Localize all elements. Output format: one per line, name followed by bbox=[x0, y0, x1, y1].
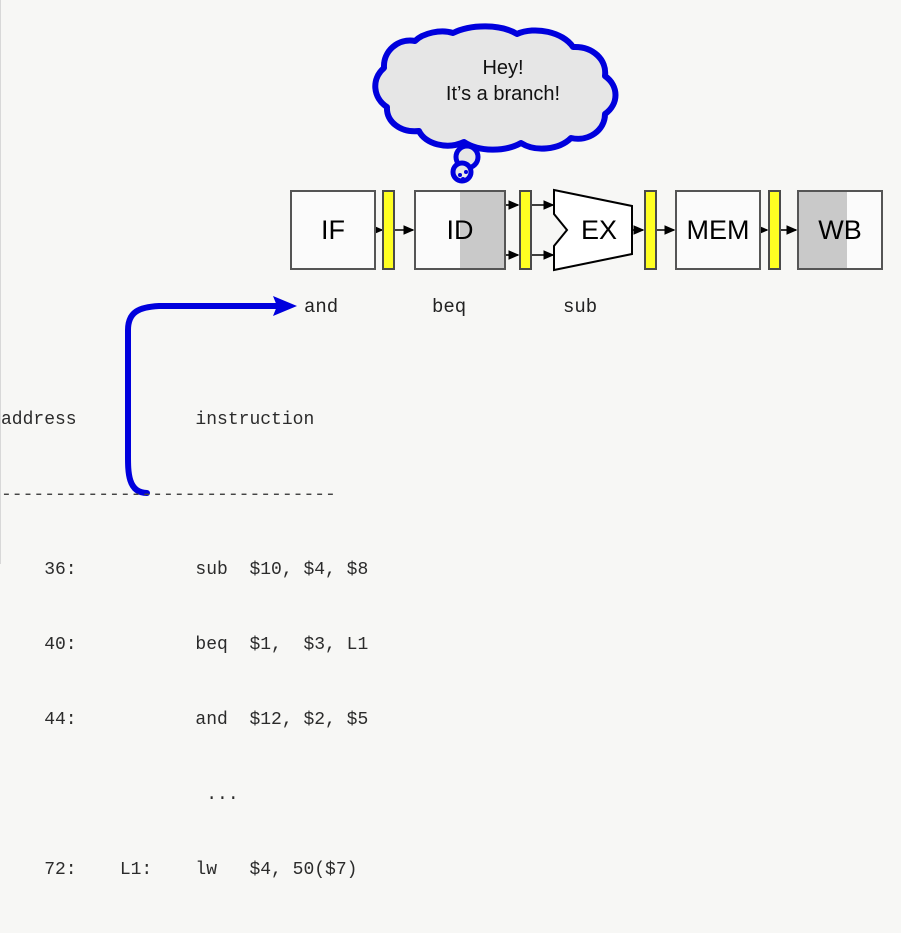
pipeline-stage-wb-label: WB bbox=[818, 214, 862, 245]
bubble-line-2: It’s a branch! bbox=[445, 83, 561, 105]
listing-header: address instruction bbox=[1, 410, 315, 430]
listing-row: 36: sub $10, $4, $8 bbox=[1, 560, 369, 580]
pipeline-register-id-ex bbox=[519, 190, 532, 270]
pipeline-stage-mem: MEM bbox=[675, 190, 761, 270]
thought-bubble-text: Hey! It’s a branch! bbox=[393, 55, 613, 107]
vector-layer bbox=[124, 23, 798, 496]
thought-bubble-shape bbox=[372, 23, 619, 184]
pipeline-stage-id: ID bbox=[414, 190, 506, 270]
pipeline-stage-if-label: IF bbox=[321, 214, 345, 245]
listing-row: 72: L1: lw $4, 50($7) bbox=[1, 860, 358, 880]
pipeline-register-if-id bbox=[382, 190, 395, 270]
instruction-label-and: and bbox=[304, 296, 339, 318]
bubble-line-1: Hey! bbox=[482, 57, 524, 79]
pipeline-stage-id-gray-half bbox=[460, 192, 504, 268]
pipeline-register-ex-mem bbox=[644, 190, 657, 270]
instruction-label-beq: beq bbox=[432, 296, 467, 318]
pipeline-stage-id-label: ID bbox=[446, 214, 474, 245]
listing-row: 40: beq $1, $3, L1 bbox=[1, 635, 369, 655]
listing-row: ... bbox=[1, 785, 239, 805]
listing-row: 44: and $12, $2, $5 bbox=[1, 710, 369, 730]
pipeline-stage-if: IF bbox=[290, 190, 376, 270]
pipeline-stage-wb-gray-half bbox=[799, 192, 847, 268]
assembly-listing: address instruction --------------------… bbox=[1, 358, 368, 933]
pipeline-register-mem-wb bbox=[768, 190, 781, 270]
branch-redirect-arrow bbox=[124, 296, 297, 496]
ex-alu-shape bbox=[553, 188, 633, 272]
pipeline-stage-wb: WB bbox=[797, 190, 883, 270]
pipeline-arrows bbox=[372, 200, 798, 260]
pipeline-stage-mem-label: MEM bbox=[686, 214, 750, 245]
diagram-canvas: Hey! It’s a branch! IF ID EX MEM WB and … bbox=[1, 0, 901, 880]
listing-rule: ------------------------------- bbox=[1, 485, 336, 505]
instruction-label-sub: sub bbox=[563, 296, 598, 318]
